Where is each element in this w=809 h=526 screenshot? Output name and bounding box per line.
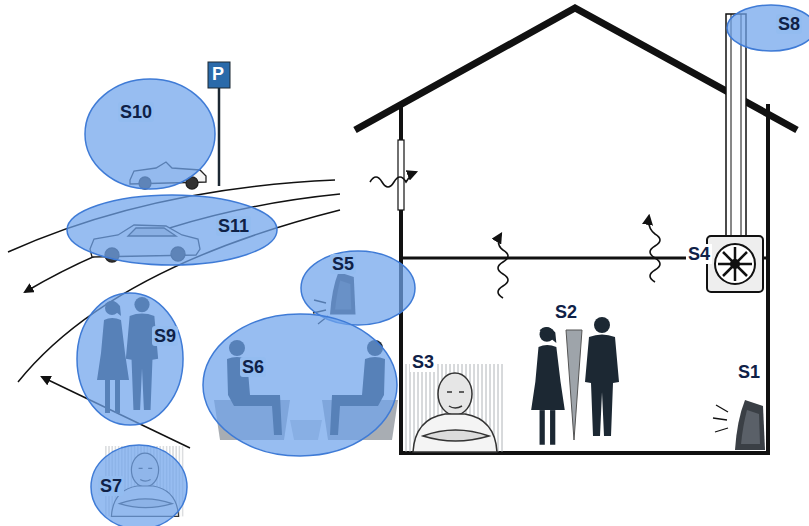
source-label: S3	[410, 352, 436, 372]
source-label: S4	[686, 244, 712, 264]
source-label: S8	[776, 14, 802, 34]
source-zone: S7	[90, 444, 188, 526]
zone-ellipse	[84, 78, 216, 190]
parking-sign-letter: P	[209, 64, 227, 84]
source-label: S7	[98, 476, 124, 496]
source-zone: S6	[202, 313, 398, 457]
zone-ellipse	[85, 79, 215, 189]
zone-ellipse	[202, 313, 398, 457]
zone-ellipse	[203, 314, 397, 456]
source-zone: S9	[76, 292, 184, 426]
source-zone: S11	[66, 194, 278, 266]
source-label: S1	[736, 362, 762, 382]
zone-ellipse	[727, 5, 809, 51]
source-zone: S8	[726, 4, 809, 52]
zone-ellipse	[91, 445, 187, 526]
source-label: S11	[216, 216, 251, 236]
zone-ellipse	[301, 251, 415, 325]
source-label: S6	[240, 357, 266, 377]
source-label: S2	[553, 302, 579, 322]
zone-ellipse	[67, 195, 277, 265]
zone-ellipse	[77, 293, 183, 425]
source-zone: S10	[84, 78, 216, 190]
source-label: S9	[152, 326, 178, 346]
source-label: S5	[330, 254, 356, 274]
zone-ellipse	[76, 292, 184, 426]
source-label: S10	[118, 102, 154, 122]
